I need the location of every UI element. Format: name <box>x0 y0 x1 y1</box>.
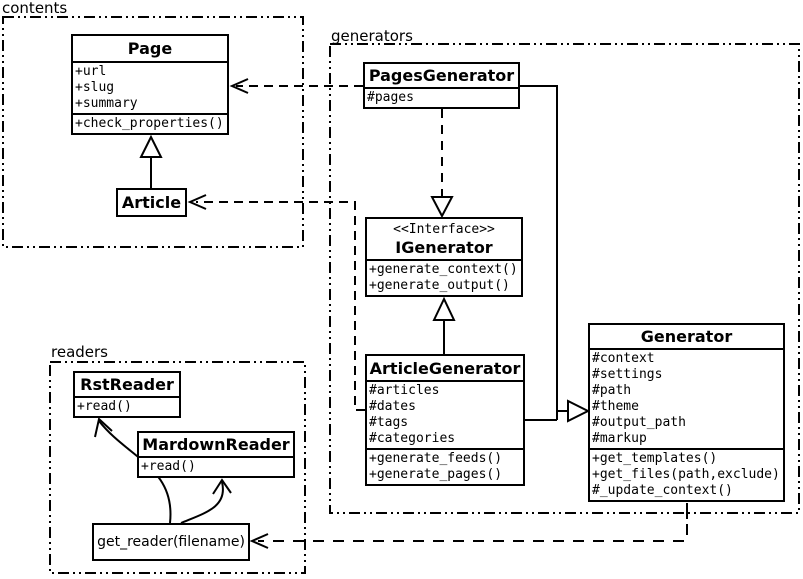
attribute: #categories <box>369 431 456 446</box>
class-title-pagesgenerator: PagesGenerator <box>368 66 515 85</box>
class-attributes-articlegenerator: #articles #dates #tags #categories <box>367 380 523 448</box>
class-title-articlegenerator: ArticleGenerator <box>369 358 521 378</box>
class-attributes-generator: #context #settings #path #theme #output_… <box>590 348 783 448</box>
generalization-article-to-page <box>139 134 163 190</box>
method: +read() <box>77 399 132 414</box>
package-label-contents: contents <box>2 0 68 17</box>
node-get-reader: get_reader(filename) <box>92 523 250 561</box>
attribute: #context <box>592 351 655 366</box>
method: +generate_feeds() <box>369 451 503 466</box>
package-label-generators: generators <box>331 27 413 45</box>
method: +generate_context() <box>369 262 518 277</box>
class-title-rstreader: RstReader <box>80 375 174 394</box>
dependency-articlegenerator-to-article <box>187 194 365 411</box>
class-methods-articlegenerator: +generate_feeds() +generate_pages() <box>367 448 523 484</box>
method: +generate_pages() <box>369 467 503 482</box>
class-methods-igenerator: +generate_context() +generate_output() <box>367 259 521 295</box>
package-label-readers: readers <box>51 343 108 361</box>
attribute: #output_path <box>592 415 686 430</box>
method: +generate_output() <box>369 278 510 293</box>
attribute: #settings <box>592 367 663 382</box>
class-box-rstreader: RstReader +read() <box>73 371 181 418</box>
method: +check_properties() <box>75 116 224 131</box>
class-box-generator: Generator #context #settings #path #them… <box>588 323 785 502</box>
package-frame-generators <box>329 43 800 514</box>
class-title-article: Article <box>121 193 182 212</box>
class-methods-mardownreader: +read() <box>139 456 293 476</box>
class-title-generator: Generator <box>640 327 733 346</box>
method: +read() <box>141 459 196 474</box>
method: +get_templates() <box>592 451 718 466</box>
package-frame-readers <box>49 361 306 574</box>
package-frame-contents <box>2 16 304 248</box>
class-box-article: Article <box>116 188 187 217</box>
attribute: #articles <box>369 383 440 398</box>
class-attributes-page: +url +slug +summary <box>73 61 227 113</box>
generalization-articlegenerator-to-igenerator <box>432 296 456 354</box>
dependency-pagesgenerator-to-page <box>229 78 363 94</box>
generalization-generators-to-generator <box>520 85 591 423</box>
class-box-mardownreader: MardownReader +read() <box>137 431 295 478</box>
attribute: #theme <box>592 399 639 414</box>
class-attributes-pagesgenerator: #pages <box>365 87 518 107</box>
dependency-generator-to-getreader <box>249 503 688 549</box>
attribute: +slug <box>75 80 115 95</box>
attribute: #tags <box>369 415 409 430</box>
attribute: #pages <box>367 90 414 105</box>
class-methods-page: +check_properties() <box>73 113 227 133</box>
class-box-articlegenerator: ArticleGenerator #articles #dates #tags … <box>365 354 525 486</box>
class-stereotype-igenerator: <<Interface>> <box>393 222 495 237</box>
association-getreader-to-mardownreader <box>180 478 232 524</box>
class-methods-rstreader: +read() <box>75 396 179 416</box>
class-box-pagesgenerator: PagesGenerator #pages <box>363 62 520 109</box>
class-title-page: Page <box>127 39 173 58</box>
attribute: #path <box>592 383 632 398</box>
class-box-page: Page +url +slug +summary +check_properti… <box>71 34 229 135</box>
method: #_update_context() <box>592 483 733 498</box>
attribute: +url <box>75 64 107 79</box>
class-box-igenerator: <<Interface>> IGenerator +generate_conte… <box>365 217 523 297</box>
class-title-mardownreader: MardownReader <box>142 435 290 454</box>
attribute: #markup <box>592 431 647 446</box>
attribute: +summary <box>75 96 138 111</box>
realization-pagesgenerator-to-igenerator <box>430 109 454 219</box>
class-title-igenerator: IGenerator <box>395 238 493 257</box>
class-methods-generator: +get_templates() +get_files(path,exclude… <box>590 448 783 500</box>
class-header-igenerator: <<Interface>> IGenerator <box>367 219 521 259</box>
attribute: #dates <box>369 399 416 414</box>
method: +get_files(path,exclude) <box>592 467 780 482</box>
